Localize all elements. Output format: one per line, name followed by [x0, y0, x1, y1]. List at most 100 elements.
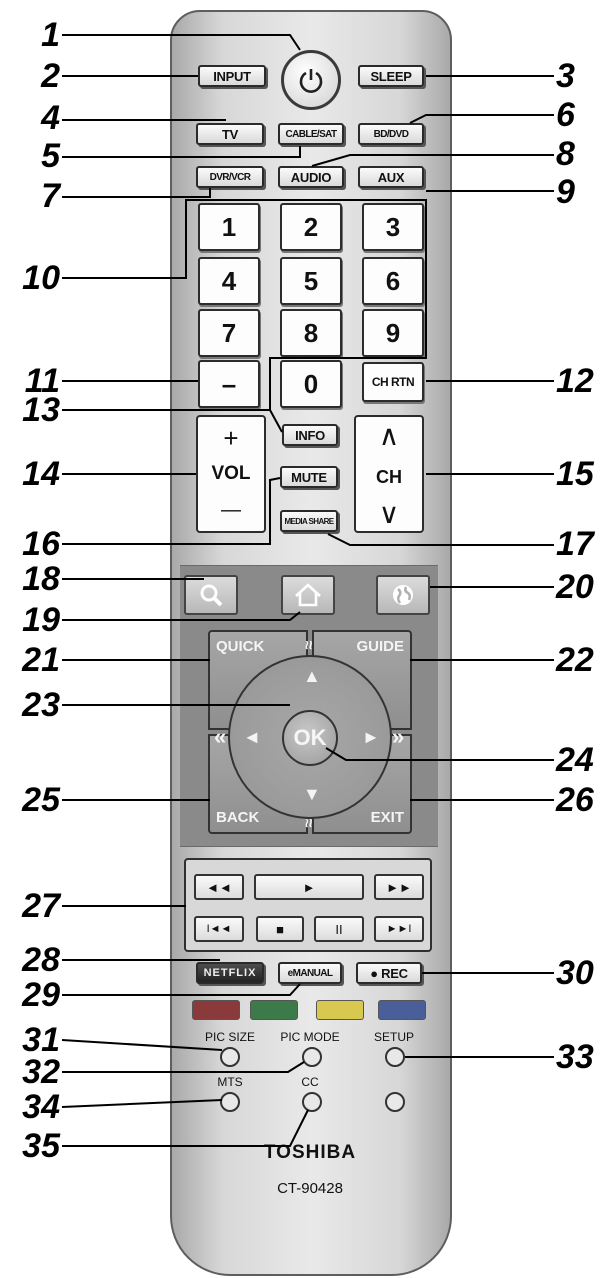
digit-6-button[interactable]: 6	[362, 257, 424, 305]
green-button[interactable]	[250, 1000, 298, 1020]
red-button[interactable]	[192, 1000, 240, 1020]
page-right-icon[interactable]: »	[392, 724, 405, 749]
callout-30: 30	[556, 954, 594, 992]
callout-35: 35	[22, 1127, 60, 1165]
aux-button[interactable]: AUX	[358, 166, 424, 188]
rec-button[interactable]: ● REC	[356, 962, 422, 984]
down-arrow-icon[interactable]: ▼	[303, 784, 321, 804]
search-button[interactable]	[184, 575, 238, 615]
callout-18: 18	[22, 560, 60, 598]
yellow-button[interactable]	[316, 1000, 364, 1020]
ch-down-label: ∨	[378, 498, 400, 529]
ok-button[interactable]: OK	[282, 710, 338, 766]
audio-button[interactable]: AUDIO	[278, 166, 344, 188]
callout-5: 5	[41, 137, 60, 175]
callout-24: 24	[556, 741, 594, 779]
callout-28: 28	[22, 941, 60, 979]
vol-label: VOL	[211, 463, 251, 484]
pic-size-label: PIC SIZE	[204, 1030, 255, 1044]
callout-32: 32	[22, 1053, 60, 1091]
info-button[interactable]: INFO	[282, 424, 338, 446]
setup-label: SETUP	[373, 1030, 414, 1044]
callout-14: 14	[22, 455, 60, 493]
mute-button[interactable]: MUTE	[280, 466, 338, 488]
pic-mode-label: PIC MODE	[280, 1030, 340, 1044]
mts-label: MTS	[217, 1075, 243, 1089]
digit-5-button[interactable]: 5	[280, 257, 342, 305]
callout-4: 4	[41, 99, 60, 137]
left-arrow-icon[interactable]: ◄	[243, 727, 261, 747]
pic-size-button[interactable]	[220, 1047, 240, 1067]
callout-11: 11	[24, 362, 60, 400]
volume-rocker[interactable]: + VOL —	[196, 415, 266, 533]
blue-button[interactable]	[378, 1000, 426, 1020]
skip-forward-button[interactable]: ►►I	[374, 916, 424, 942]
brand-logo: TOSHIBA	[263, 1142, 357, 1163]
callout-6: 6	[556, 96, 575, 134]
guide-label: GUIDE	[356, 638, 404, 655]
exit-label: EXIT	[370, 809, 404, 826]
mts-button[interactable]	[220, 1092, 240, 1112]
callout-13: 13	[22, 391, 60, 429]
callout-21: 21	[22, 641, 60, 679]
emanual-button[interactable]: eMANUAL	[278, 962, 342, 984]
sleep-button[interactable]: SLEEP	[358, 65, 424, 87]
digit-7-button[interactable]: 7	[198, 309, 260, 357]
callout-29: 29	[22, 976, 60, 1014]
spare-button[interactable]	[385, 1092, 405, 1112]
callout-22: 22	[556, 641, 594, 679]
right-arrow-icon[interactable]: ►	[362, 727, 380, 747]
media-share-button[interactable]: MEDIA SHARE	[280, 510, 338, 532]
digit-2-button[interactable]: 2	[280, 203, 342, 251]
up-arrow-icon[interactable]: ▲	[303, 666, 321, 686]
vol-plus-label: +	[223, 423, 239, 453]
callout-3: 3	[556, 57, 575, 95]
callout-27: 27	[22, 887, 60, 925]
netflix-button[interactable]: NETFLIX	[196, 962, 264, 984]
skip-down-icon[interactable]: ≈	[299, 818, 317, 828]
ch-up-label: ∧	[378, 420, 400, 451]
home-button[interactable]	[281, 575, 335, 615]
digit-8-button[interactable]: 8	[280, 309, 342, 357]
dash-button[interactable]: –	[198, 360, 260, 408]
cc-label: CC	[301, 1075, 319, 1089]
callout-34: 34	[22, 1088, 60, 1126]
cc-button[interactable]	[302, 1092, 322, 1112]
stop-button[interactable]: ■	[256, 916, 304, 942]
callout-20: 20	[556, 568, 594, 606]
play-button[interactable]: ►	[254, 874, 364, 900]
callout-12: 12	[556, 362, 594, 400]
model-number: CT-90428	[277, 1180, 343, 1197]
page-left-icon[interactable]: «	[214, 724, 227, 749]
rewind-button[interactable]: ◄◄	[194, 874, 244, 900]
skip-up-icon[interactable]: ≈	[299, 640, 317, 650]
digit-4-button[interactable]: 4	[198, 257, 260, 305]
tv-button[interactable]: TV	[196, 123, 264, 145]
internet-button[interactable]	[376, 575, 430, 615]
callout-26: 26	[556, 781, 594, 819]
bd-dvd-button[interactable]: BD/DVD	[358, 123, 424, 145]
setup-button[interactable]	[385, 1047, 405, 1067]
vol-minus-label: —	[221, 499, 241, 521]
skip-back-button[interactable]: I◄◄	[194, 916, 244, 942]
pause-button[interactable]: II	[314, 916, 364, 942]
pic-mode-button[interactable]	[302, 1047, 322, 1067]
digit-3-button[interactable]: 3	[362, 203, 424, 251]
power-icon	[299, 69, 323, 93]
ch-label: CH	[376, 467, 402, 487]
digit-0-button[interactable]: 0	[280, 360, 342, 408]
callout-25: 25	[22, 781, 60, 819]
input-button[interactable]: INPUT	[198, 65, 266, 87]
ch-rtn-button[interactable]: CH RTN	[362, 362, 424, 402]
callout-2: 2	[41, 57, 60, 95]
dvr-vcr-button[interactable]: DVR/VCR	[196, 166, 264, 188]
fast-forward-button[interactable]: ►►	[374, 874, 424, 900]
cable-sat-button[interactable]: CABLE/SAT	[278, 123, 344, 145]
digit-9-button[interactable]: 9	[362, 309, 424, 357]
power-button[interactable]	[281, 50, 341, 110]
channel-rocker[interactable]: ∧ CH ∨	[354, 415, 424, 533]
digit-1-button[interactable]: 1	[198, 203, 260, 251]
callout-8: 8	[556, 135, 575, 173]
callout-1: 1	[41, 16, 60, 54]
